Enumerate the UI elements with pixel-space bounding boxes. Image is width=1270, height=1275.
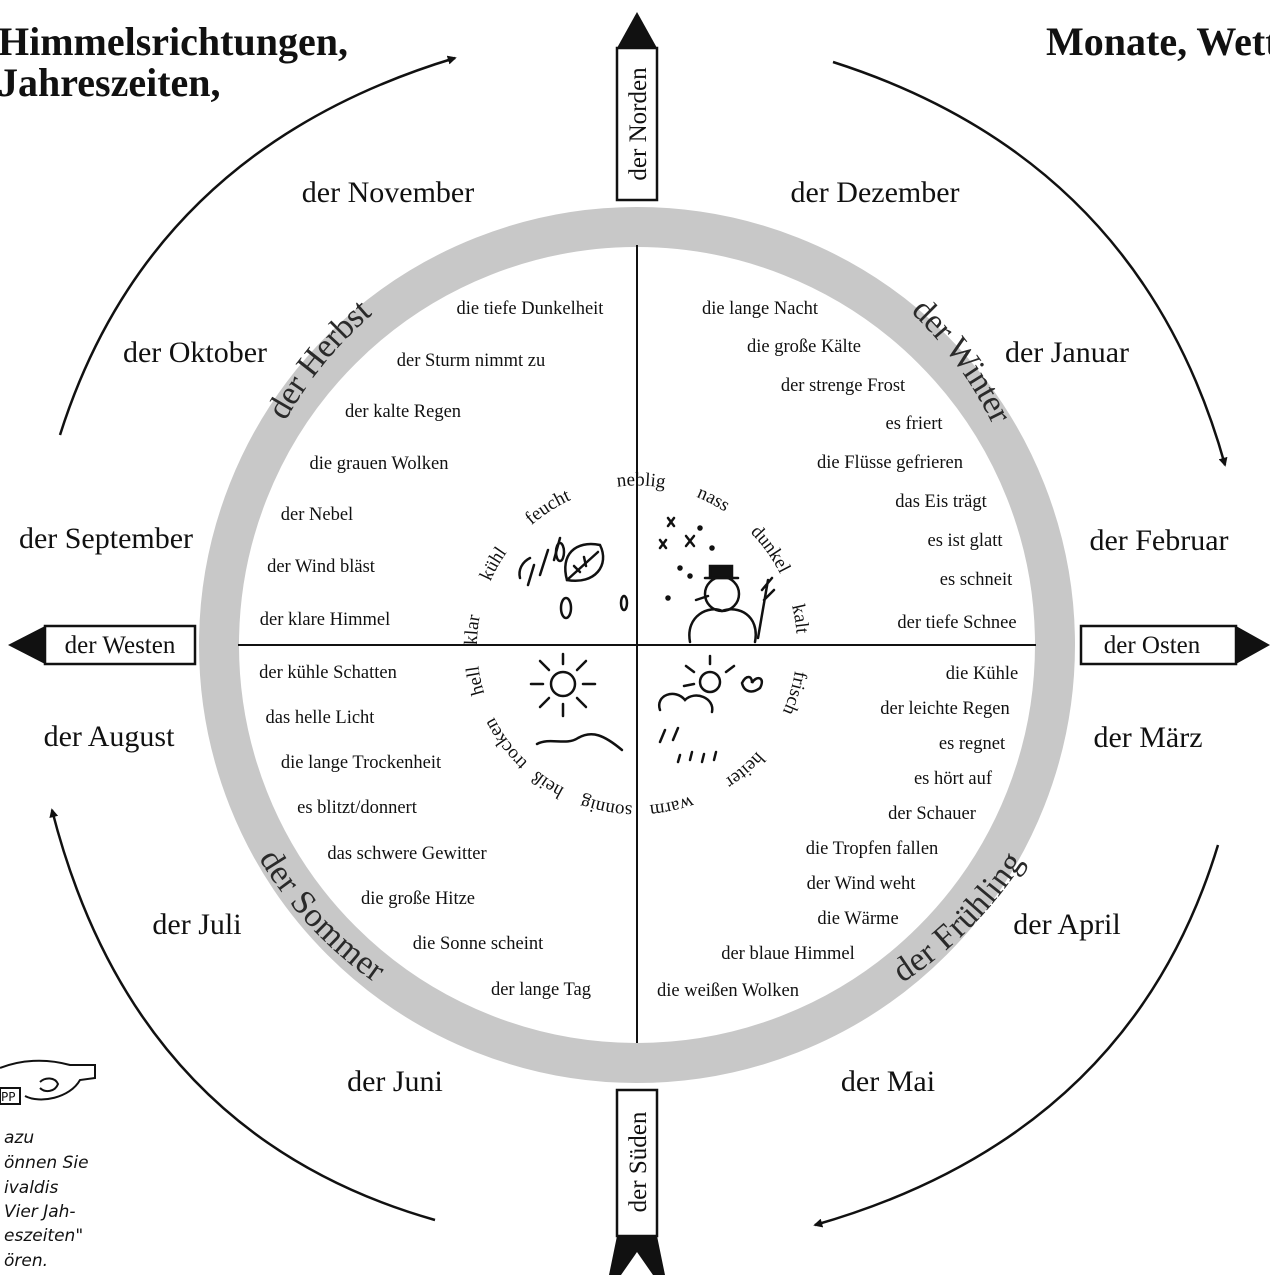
phrase-autumn: der Wind bläst (267, 557, 376, 577)
north-label: der Norden (625, 67, 652, 181)
summer-sketch (529, 652, 624, 752)
phrase-winter: die Flüsse gefrieren (817, 453, 963, 473)
weather-word-ring: feucht (521, 485, 574, 529)
tip-line: Vier Jah- (4, 1202, 76, 1222)
arrow-arc-top-left (58, 55, 457, 436)
season-ring (199, 207, 1075, 1083)
weather-word-ring: kühl (476, 543, 511, 584)
phrase-summer: es blitzt/donnert (297, 798, 418, 818)
phrase-summer: das schwere Gewitter (327, 844, 486, 864)
phrase-spring: die Tropfen fallen (806, 839, 939, 859)
month-may: der Mai (841, 1065, 935, 1098)
phrase-autumn: der kalte Regen (345, 402, 461, 422)
tip-line: ivaldis (4, 1178, 58, 1198)
phrase-autumn: die tiefe Dunkelheit (457, 299, 605, 319)
title-right: Monate, Wett (1046, 19, 1270, 64)
month-september: der September (19, 522, 193, 555)
phrase-spring: es hört auf (914, 769, 993, 789)
weather-word-ring: warm (648, 791, 696, 821)
phrase-spring: der blaue Himmel (721, 944, 855, 964)
month-december: der Dezember (790, 176, 959, 209)
weather-word-ring: frisch (778, 670, 811, 719)
weather-word-ring: klar (461, 612, 485, 645)
north-sign: der Norden (615, 12, 659, 202)
arrow-arc-bottom-left (49, 808, 436, 1222)
tip-hand-icon (0, 1059, 96, 1105)
phrase-summer: das helle Licht (266, 708, 376, 728)
phrase-winter: es ist glatt (927, 531, 1003, 551)
month-january: der Januar (1005, 336, 1129, 369)
arrow-arc-bottom-right (813, 844, 1220, 1228)
season-summer: der Sommer (252, 843, 392, 990)
arrow-arc-top-right (832, 60, 1228, 467)
east-sign: der Osten (1079, 624, 1270, 666)
month-march: der März (1093, 721, 1202, 754)
season-spring: der Frühling (886, 845, 1031, 990)
weather-word-ring: sonnig (577, 791, 632, 821)
phrase-winter: der strenge Frost (781, 376, 906, 396)
phrase-spring: der leichte Regen (880, 699, 1009, 719)
weather-word-ring: hell (462, 665, 489, 698)
south-label: der Süden (625, 1111, 652, 1212)
spring-sketch (657, 654, 764, 764)
weather-word-ring: heiß (528, 767, 568, 803)
tip-line: ören. (4, 1251, 48, 1271)
month-october: der Oktober (123, 336, 267, 369)
month-june: der Juni (347, 1065, 443, 1098)
phrase-winter: die große Kälte (747, 337, 861, 357)
winter-sketch (658, 516, 776, 644)
south-sign: der Süden (609, 1088, 665, 1275)
tip-line: önnen Sie (4, 1153, 89, 1173)
west-sign: der Westen (8, 624, 197, 666)
phrase-autumn: der Sturm nimmt zu (397, 351, 546, 371)
phrase-spring: es regnet (939, 734, 1006, 754)
phrase-spring: der Schauer (888, 804, 976, 824)
phrase-spring: die Kühle (946, 664, 1018, 684)
autumn-sketch (518, 536, 629, 620)
phrase-summer: der lange Tag (491, 980, 591, 1000)
tip-line: eszeiten" (4, 1226, 83, 1246)
phrase-autumn: der klare Himmel (260, 610, 390, 630)
phrase-summer: die Sonne scheint (413, 934, 544, 954)
phrase-spring: der Wind weht (807, 874, 917, 894)
weather-word-ring: heiter (721, 748, 769, 793)
phrase-summer: der kühle Schatten (259, 663, 397, 683)
month-july: der Juli (152, 908, 241, 941)
west-label: der Westen (65, 632, 176, 659)
phrase-winter: es schneit (940, 570, 1013, 590)
phrase-winter: die lange Nacht (702, 299, 819, 319)
phrase-autumn: der Nebel (281, 505, 353, 525)
east-label: der Osten (1104, 632, 1201, 659)
phrase-winter: es friert (885, 414, 943, 434)
weather-word-ring: kalt (787, 602, 812, 635)
month-february: der Februar (1089, 524, 1228, 557)
title-left-line2: Jahreszeiten, (0, 60, 221, 105)
month-april: der April (1013, 908, 1120, 941)
weather-word-ring: nass (694, 482, 733, 516)
phrase-autumn: die grauen Wolken (310, 454, 449, 474)
tip-badge: PP (1, 1090, 15, 1104)
phrase-spring: die Wärme (817, 909, 898, 929)
month-august: der August (44, 720, 175, 753)
month-november: der November (302, 176, 474, 209)
phrase-spring: die weißen Wolken (657, 981, 799, 1001)
phrase-summer: die lange Trockenheit (281, 753, 442, 773)
phrase-summer: die große Hitze (361, 889, 475, 909)
title-left-line1: Himmelsrichtungen, (0, 19, 348, 64)
phrase-winter: der tiefe Schnee (897, 613, 1016, 633)
weather-word-ring: neblig (616, 469, 668, 492)
weather-word-ring: trocken (479, 714, 531, 774)
weather-word-ring: dunkel (747, 521, 795, 576)
phrase-winter: das Eis trägt (895, 492, 987, 512)
tip-line: azu (4, 1128, 34, 1148)
